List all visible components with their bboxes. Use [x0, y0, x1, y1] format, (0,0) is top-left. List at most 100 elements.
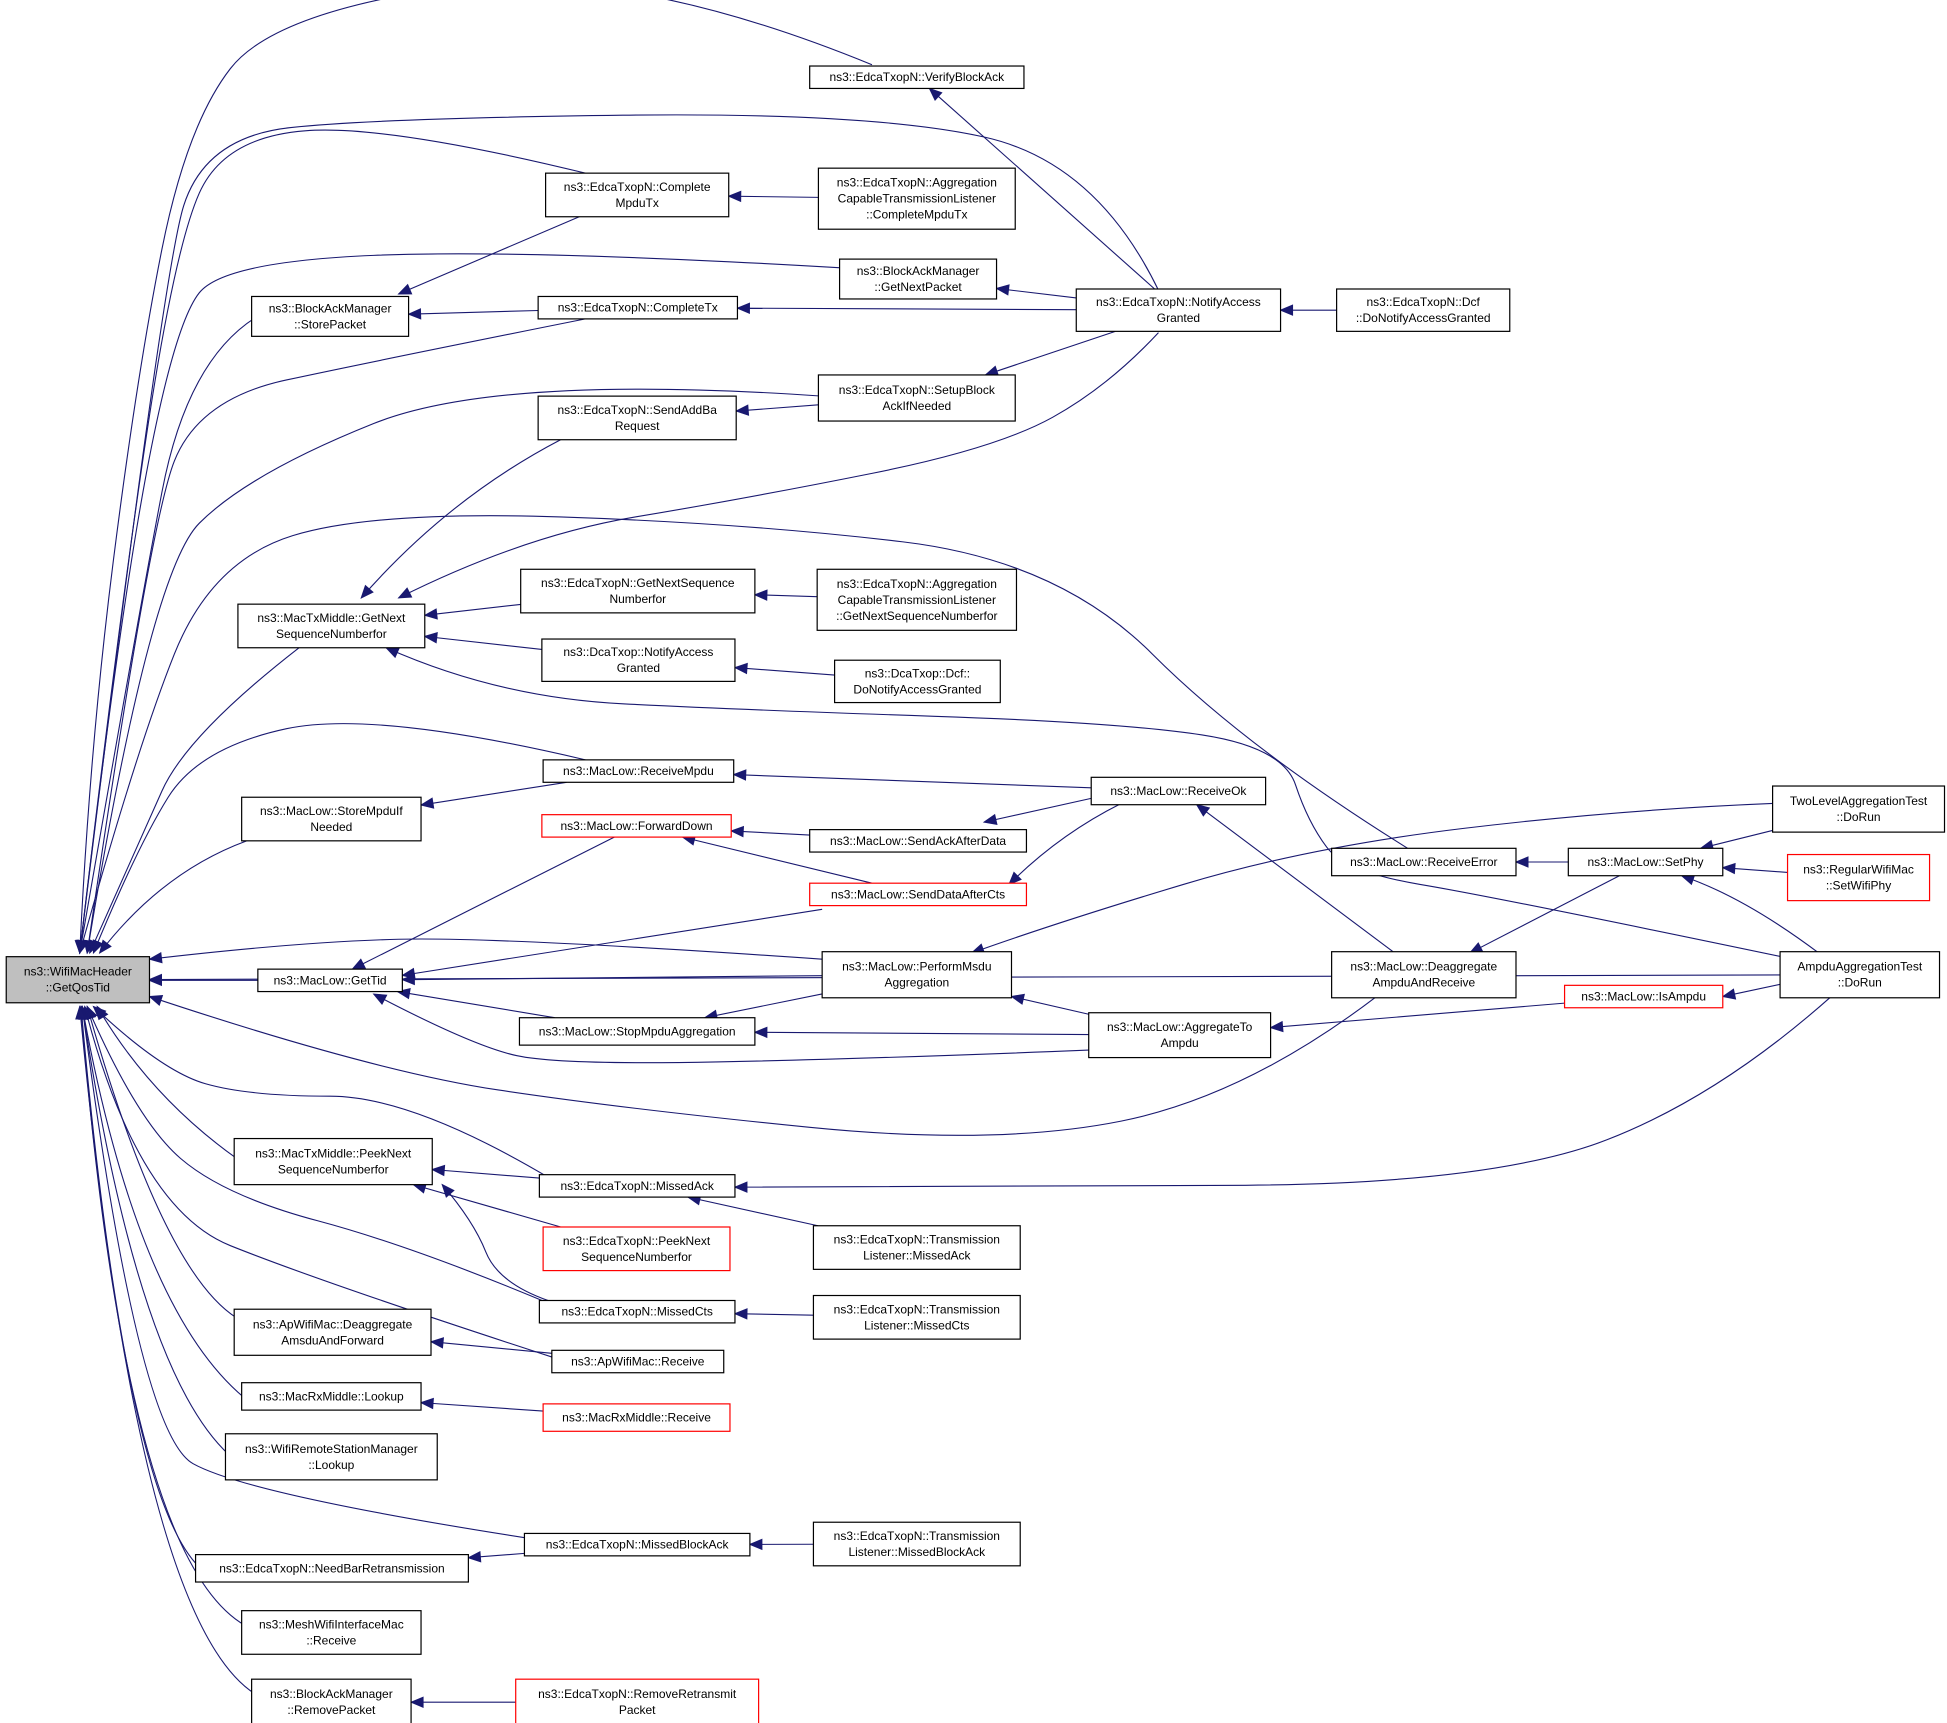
node-isAmpdu[interactable]: ns3::MacLow::IsAmpdu [1563, 984, 1724, 1009]
node-setPhy[interactable]: ns3::MacLow::SetPhy [1567, 847, 1724, 877]
node-box[interactable] [224, 1433, 438, 1481]
node-notifyAccessGranted[interactable]: ns3::EdcaTxopN::NotifyAccessGranted [1075, 288, 1282, 332]
node-missedCts[interactable]: ns3::EdcaTxopN::MissedCts [538, 1299, 736, 1324]
node-root[interactable]: ns3::WifiMacHeader::GetQosTid [5, 956, 151, 1004]
node-box[interactable] [812, 1521, 1021, 1567]
node-bamStorePacket[interactable]: ns3::BlockAckManager::StorePacket [251, 295, 410, 337]
node-rxReceive[interactable]: ns3::MacRxMiddle::Receive [542, 1403, 731, 1432]
node-box[interactable] [821, 951, 1013, 999]
node-box[interactable] [809, 829, 1028, 853]
node-box[interactable] [233, 1137, 433, 1186]
node-box[interactable] [809, 65, 1025, 90]
node-box[interactable] [1331, 847, 1517, 877]
node-box[interactable] [1336, 288, 1511, 332]
node-apDeagg[interactable]: ns3::ApWifiMac::DeaggregateAmsduAndForwa… [233, 1308, 432, 1356]
node-tlMissedBlockAck[interactable]: ns3::EdcaTxopN::TransmissionListener::Mi… [812, 1521, 1021, 1567]
node-dcfDoNotifyAccessGranted[interactable]: ns3::EdcaTxopN::Dcf::DoNotifyAccessGrant… [1336, 288, 1511, 332]
node-rxLookup[interactable]: ns3::MacRxMiddle::Lookup [241, 1382, 422, 1411]
node-box[interactable] [817, 167, 1016, 230]
node-box[interactable] [515, 1678, 760, 1723]
node-regularSetWifiPhy[interactable]: ns3::RegularWifiMac::SetWifiPhy [1786, 853, 1931, 902]
node-box[interactable] [241, 1382, 422, 1411]
node-box[interactable] [1567, 847, 1724, 877]
node-meshReceive[interactable]: ns3::MeshWifiInterfaceMac::Receive [241, 1610, 422, 1655]
node-box[interactable] [194, 1554, 469, 1583]
node-twoLevelDoRun[interactable]: TwoLevelAggregationTest::DoRun [1772, 785, 1946, 833]
node-box[interactable] [812, 1225, 1021, 1270]
node-sendDataAfterCts[interactable]: ns3::MacLow::SendDataAfterCts [809, 882, 1028, 907]
node-ampduDoRun[interactable]: AmpduAggregationTest::DoRun [1779, 951, 1941, 999]
node-box[interactable] [1786, 853, 1931, 902]
node-box[interactable] [520, 568, 756, 614]
node-box[interactable] [545, 172, 730, 218]
node-box[interactable] [812, 1294, 1021, 1340]
node-aggCompleteMpduTx[interactable]: ns3::EdcaTxopN::AggregationCapableTransm… [817, 167, 1016, 230]
node-box[interactable] [816, 568, 1018, 631]
node-box[interactable] [5, 956, 151, 1004]
node-box[interactable] [518, 1017, 756, 1046]
node-box[interactable] [834, 659, 1001, 704]
node-mtmGetNextSeq[interactable]: ns3::MacTxMiddle::GetNextSequenceNumberf… [237, 603, 426, 649]
node-aggGetNextSeq[interactable]: ns3::EdcaTxopN::AggregationCapableTransm… [816, 568, 1018, 631]
node-box[interactable] [1772, 785, 1946, 833]
node-mtmPeekNext[interactable]: ns3::MacTxMiddle::PeekNextSequenceNumber… [233, 1137, 433, 1186]
node-box[interactable] [542, 1226, 731, 1272]
node-box[interactable] [541, 814, 732, 838]
node-box[interactable] [1088, 1012, 1272, 1059]
node-tlMissedCts[interactable]: ns3::EdcaTxopN::TransmissionListener::Mi… [812, 1294, 1021, 1340]
node-box[interactable] [241, 796, 422, 842]
node-getTid[interactable]: ns3::MacLow::GetTid [257, 968, 403, 993]
node-sendAckAfterData[interactable]: ns3::MacLow::SendAckAfterData [809, 829, 1028, 853]
node-dcaNotifyAccess[interactable]: ns3::DcaTxop::NotifyAccessGranted [541, 638, 736, 682]
node-box[interactable] [551, 1349, 725, 1374]
node-box[interactable] [541, 638, 736, 682]
node-verifyBlockAck[interactable]: ns3::EdcaTxopN::VerifyBlockAck [809, 65, 1025, 90]
node-box[interactable] [1090, 776, 1267, 806]
node-box[interactable] [251, 1678, 412, 1723]
node-box[interactable] [1779, 951, 1941, 999]
node-edcaPeekNext[interactable]: ns3::EdcaTxopN::PeekNextSequenceNumberfo… [542, 1226, 731, 1272]
node-box[interactable] [538, 1299, 736, 1324]
node-bamRemove[interactable]: ns3::BlockAckManager::RemovePacket [251, 1678, 412, 1723]
node-wrsmLookup[interactable]: ns3::WifiRemoteStationManager::Lookup [224, 1433, 438, 1481]
node-missedAck[interactable]: ns3::EdcaTxopN::MissedAck [538, 1174, 736, 1198]
node-missedBlockAck[interactable]: ns3::EdcaTxopN::MissedBlockAck [523, 1532, 751, 1557]
node-box[interactable] [537, 395, 737, 441]
node-box[interactable] [542, 1403, 731, 1432]
node-tlMissedAck[interactable]: ns3::EdcaTxopN::TransmissionListener::Mi… [812, 1225, 1021, 1270]
node-apReceive[interactable]: ns3::ApWifiMac::Receive [551, 1349, 725, 1374]
node-stopMpdu[interactable]: ns3::MacLow::StopMpduAggregation [518, 1017, 756, 1046]
node-forwardDown[interactable]: ns3::MacLow::ForwardDown [541, 814, 732, 838]
node-box[interactable] [251, 295, 410, 337]
node-receiveError[interactable]: ns3::MacLow::ReceiveError [1331, 847, 1517, 877]
node-receiveMpdu[interactable]: ns3::MacLow::ReceiveMpdu [542, 759, 735, 783]
node-box[interactable] [809, 882, 1028, 907]
node-receiveOk[interactable]: ns3::MacLow::ReceiveOk [1090, 776, 1267, 806]
node-box[interactable] [241, 1610, 422, 1655]
node-completeTx[interactable]: ns3::EdcaTxopN::CompleteTx [537, 295, 739, 320]
node-box[interactable] [1331, 951, 1517, 999]
node-box[interactable] [838, 258, 998, 300]
node-edcaGetNextSeq[interactable]: ns3::EdcaTxopN::GetNextSequenceNumberfor [520, 568, 756, 614]
node-box[interactable] [817, 374, 1016, 422]
node-dcaDcf[interactable]: ns3::DcaTxop::Dcf::DoNotifyAccessGranted [834, 659, 1001, 704]
node-box[interactable] [1075, 288, 1282, 332]
node-box[interactable] [523, 1532, 751, 1557]
node-box[interactable] [257, 968, 403, 993]
node-box[interactable] [237, 603, 426, 649]
node-box[interactable] [538, 1174, 736, 1198]
node-box[interactable] [542, 759, 735, 783]
node-completeMpduTx[interactable]: ns3::EdcaTxopN::CompleteMpduTx [545, 172, 730, 218]
node-box[interactable] [1563, 984, 1724, 1009]
node-bamGetNextPacket[interactable]: ns3::BlockAckManager::GetNextPacket [838, 258, 998, 300]
node-needBar[interactable]: ns3::EdcaTxopN::NeedBarRetransmission [194, 1554, 469, 1583]
node-box[interactable] [233, 1308, 432, 1356]
node-box[interactable] [537, 295, 739, 320]
